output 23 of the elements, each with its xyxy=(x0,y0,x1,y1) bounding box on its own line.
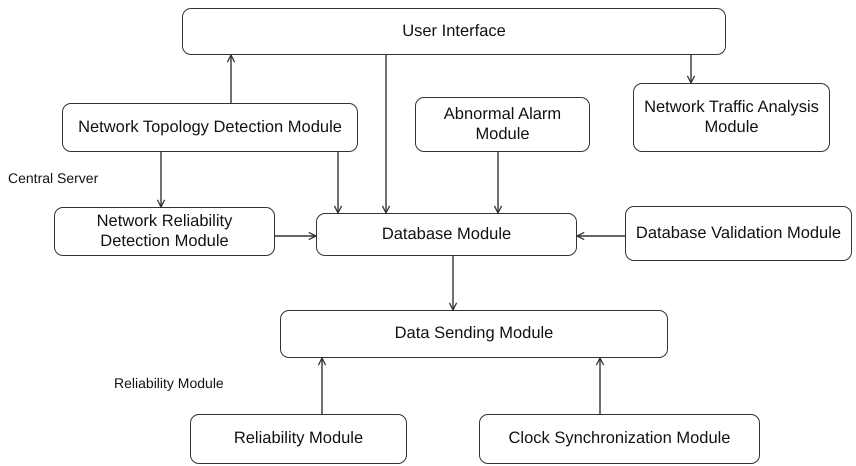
module-box: Abnormal Alarm Module xyxy=(415,97,590,152)
module-box: Network Topology Detection Module xyxy=(62,103,358,152)
side-note: Reliability Module xyxy=(114,375,224,391)
arrow xyxy=(448,256,458,311)
module-box: Reliability Module xyxy=(190,414,407,464)
module-box: Network Traffic Analysis Module xyxy=(633,83,830,152)
arrow xyxy=(686,55,696,84)
arrow xyxy=(156,152,166,208)
arrow xyxy=(382,55,390,214)
arrow xyxy=(275,232,317,240)
arrow xyxy=(334,152,342,214)
module-box: Clock Synchronization Module xyxy=(479,414,760,464)
module-box: Network Reliability Detection Module xyxy=(54,207,275,256)
module-box: Data Sending Module xyxy=(280,310,668,358)
arrow xyxy=(318,357,326,414)
arrow xyxy=(226,54,236,103)
module-box: Database Validation Module xyxy=(625,206,852,261)
module-box: User Interface xyxy=(182,8,726,55)
arrow xyxy=(494,152,502,214)
arrow xyxy=(596,357,604,414)
module-box: Database Module xyxy=(316,213,577,256)
side-note: Central Server xyxy=(8,170,98,186)
arrow xyxy=(576,232,625,240)
